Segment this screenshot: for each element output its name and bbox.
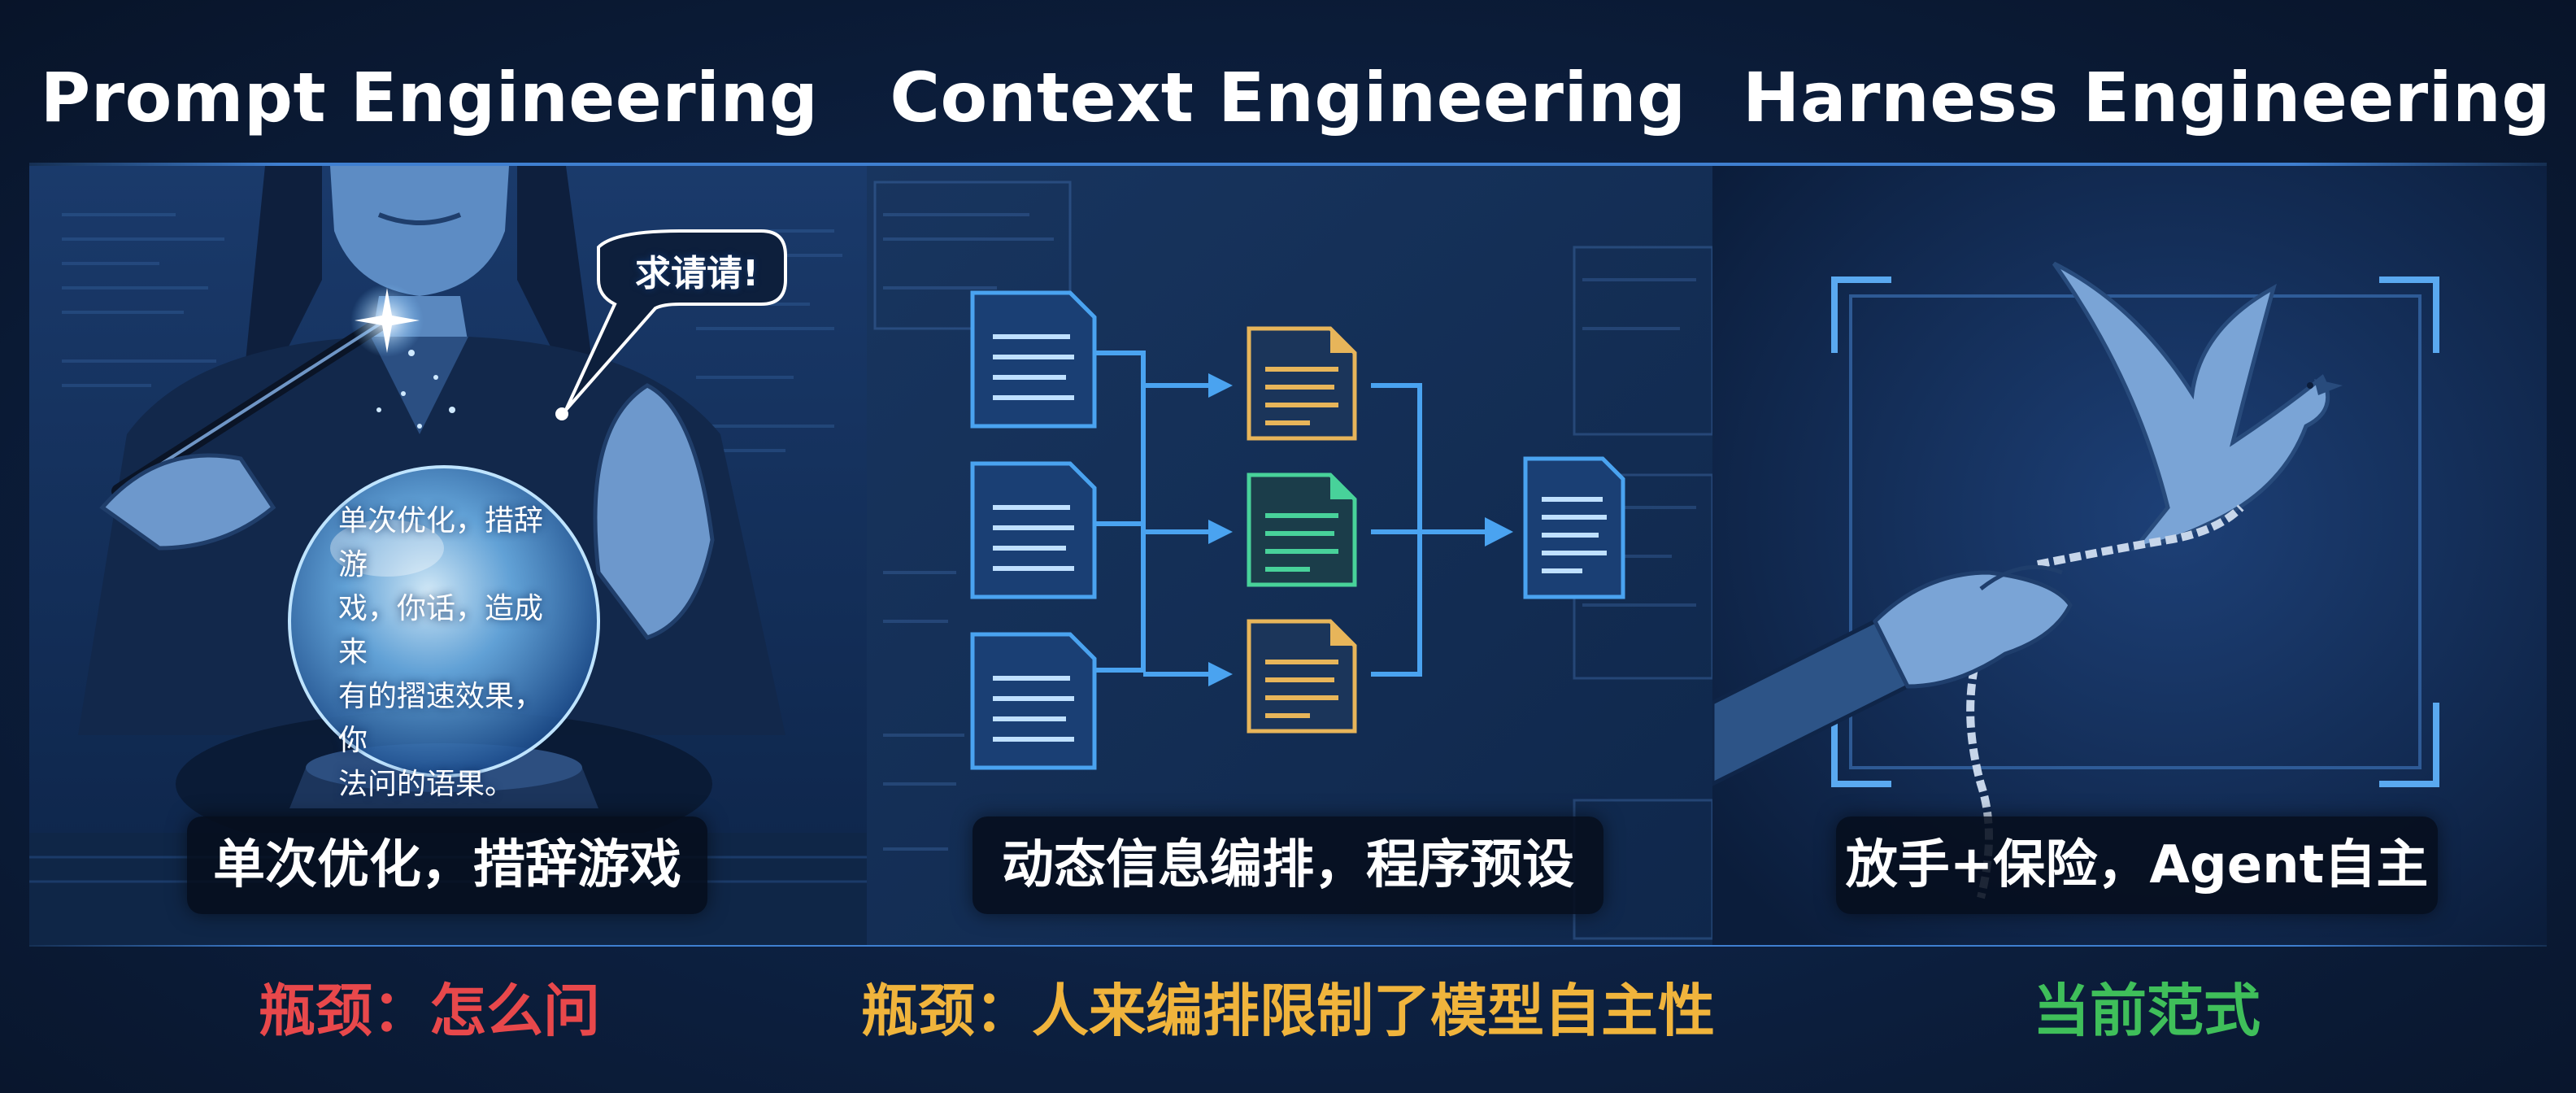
flow-arrows-left [1094,351,1208,677]
frame-border [1849,294,2422,769]
document-icon [970,290,1097,429]
woman-crystal-ball-illustration [29,166,867,945]
crystal-ball-text: 单次优化，措辞游 戏，你话，造成来 有的摺速效果，你 法问的语果。 [338,499,566,807]
panel-prompt-engineering: 求请请! 单次优化，措辞游 戏，你话，造成来 有的摺速效果，你 法问的语果。 [29,166,867,945]
dove-icon [2052,261,2343,551]
document-flow-diagram [867,166,1712,945]
orange-document-icon [1247,619,1357,734]
caption-context-engineering: 动态信息编排，程序预设 [973,816,1603,914]
frame-corners [1831,277,2439,787]
document-icon [970,632,1097,770]
panel-harness-engineering [1712,166,2547,945]
green-document-icon [1247,472,1357,587]
rope [2037,504,2244,568]
output-document-icon [1523,456,1625,599]
crystal-ball-line: 戏，你话，造成来 [338,592,544,669]
document-icon [970,461,1097,599]
source-documents [970,290,1097,770]
crystal-ball-line: 单次优化，措辞游 [338,504,544,581]
current-paradigm-label: 当前范式 [2033,978,2261,1044]
title-context-engineering: Context Engineering [890,58,1686,137]
bottleneck-context-engineering: 瓶颈：人来编排限制了模型自主性 [861,978,1715,1044]
title-prompt-engineering: Prompt Engineering [40,58,819,137]
crystal-ball-line: 法问的语果。 [338,768,515,801]
speech-bubble [555,229,787,420]
hand-icon [1712,564,2073,786]
crystal-ball [288,465,600,777]
dove-release-illustration [1712,166,2547,945]
top-divider [29,163,2547,166]
caption-harness-engineering: 放手+保险，Agent自主 [1836,816,2438,914]
speech-bubble-text: 求请请! [635,253,759,294]
crystal-ball-line: 有的摺速效果，你 [338,680,544,757]
caption-prompt-engineering: 单次优化，措辞游戏 [187,816,707,914]
orange-document-icon [1247,326,1357,441]
flow-arrows-right [1371,383,1485,677]
bottom-divider [29,943,2547,947]
panel-context-engineering [867,166,1712,945]
title-harness-engineering: Harness Engineering [1743,58,2551,137]
bottleneck-prompt-engineering: 瓶颈：怎么问 [259,978,600,1044]
